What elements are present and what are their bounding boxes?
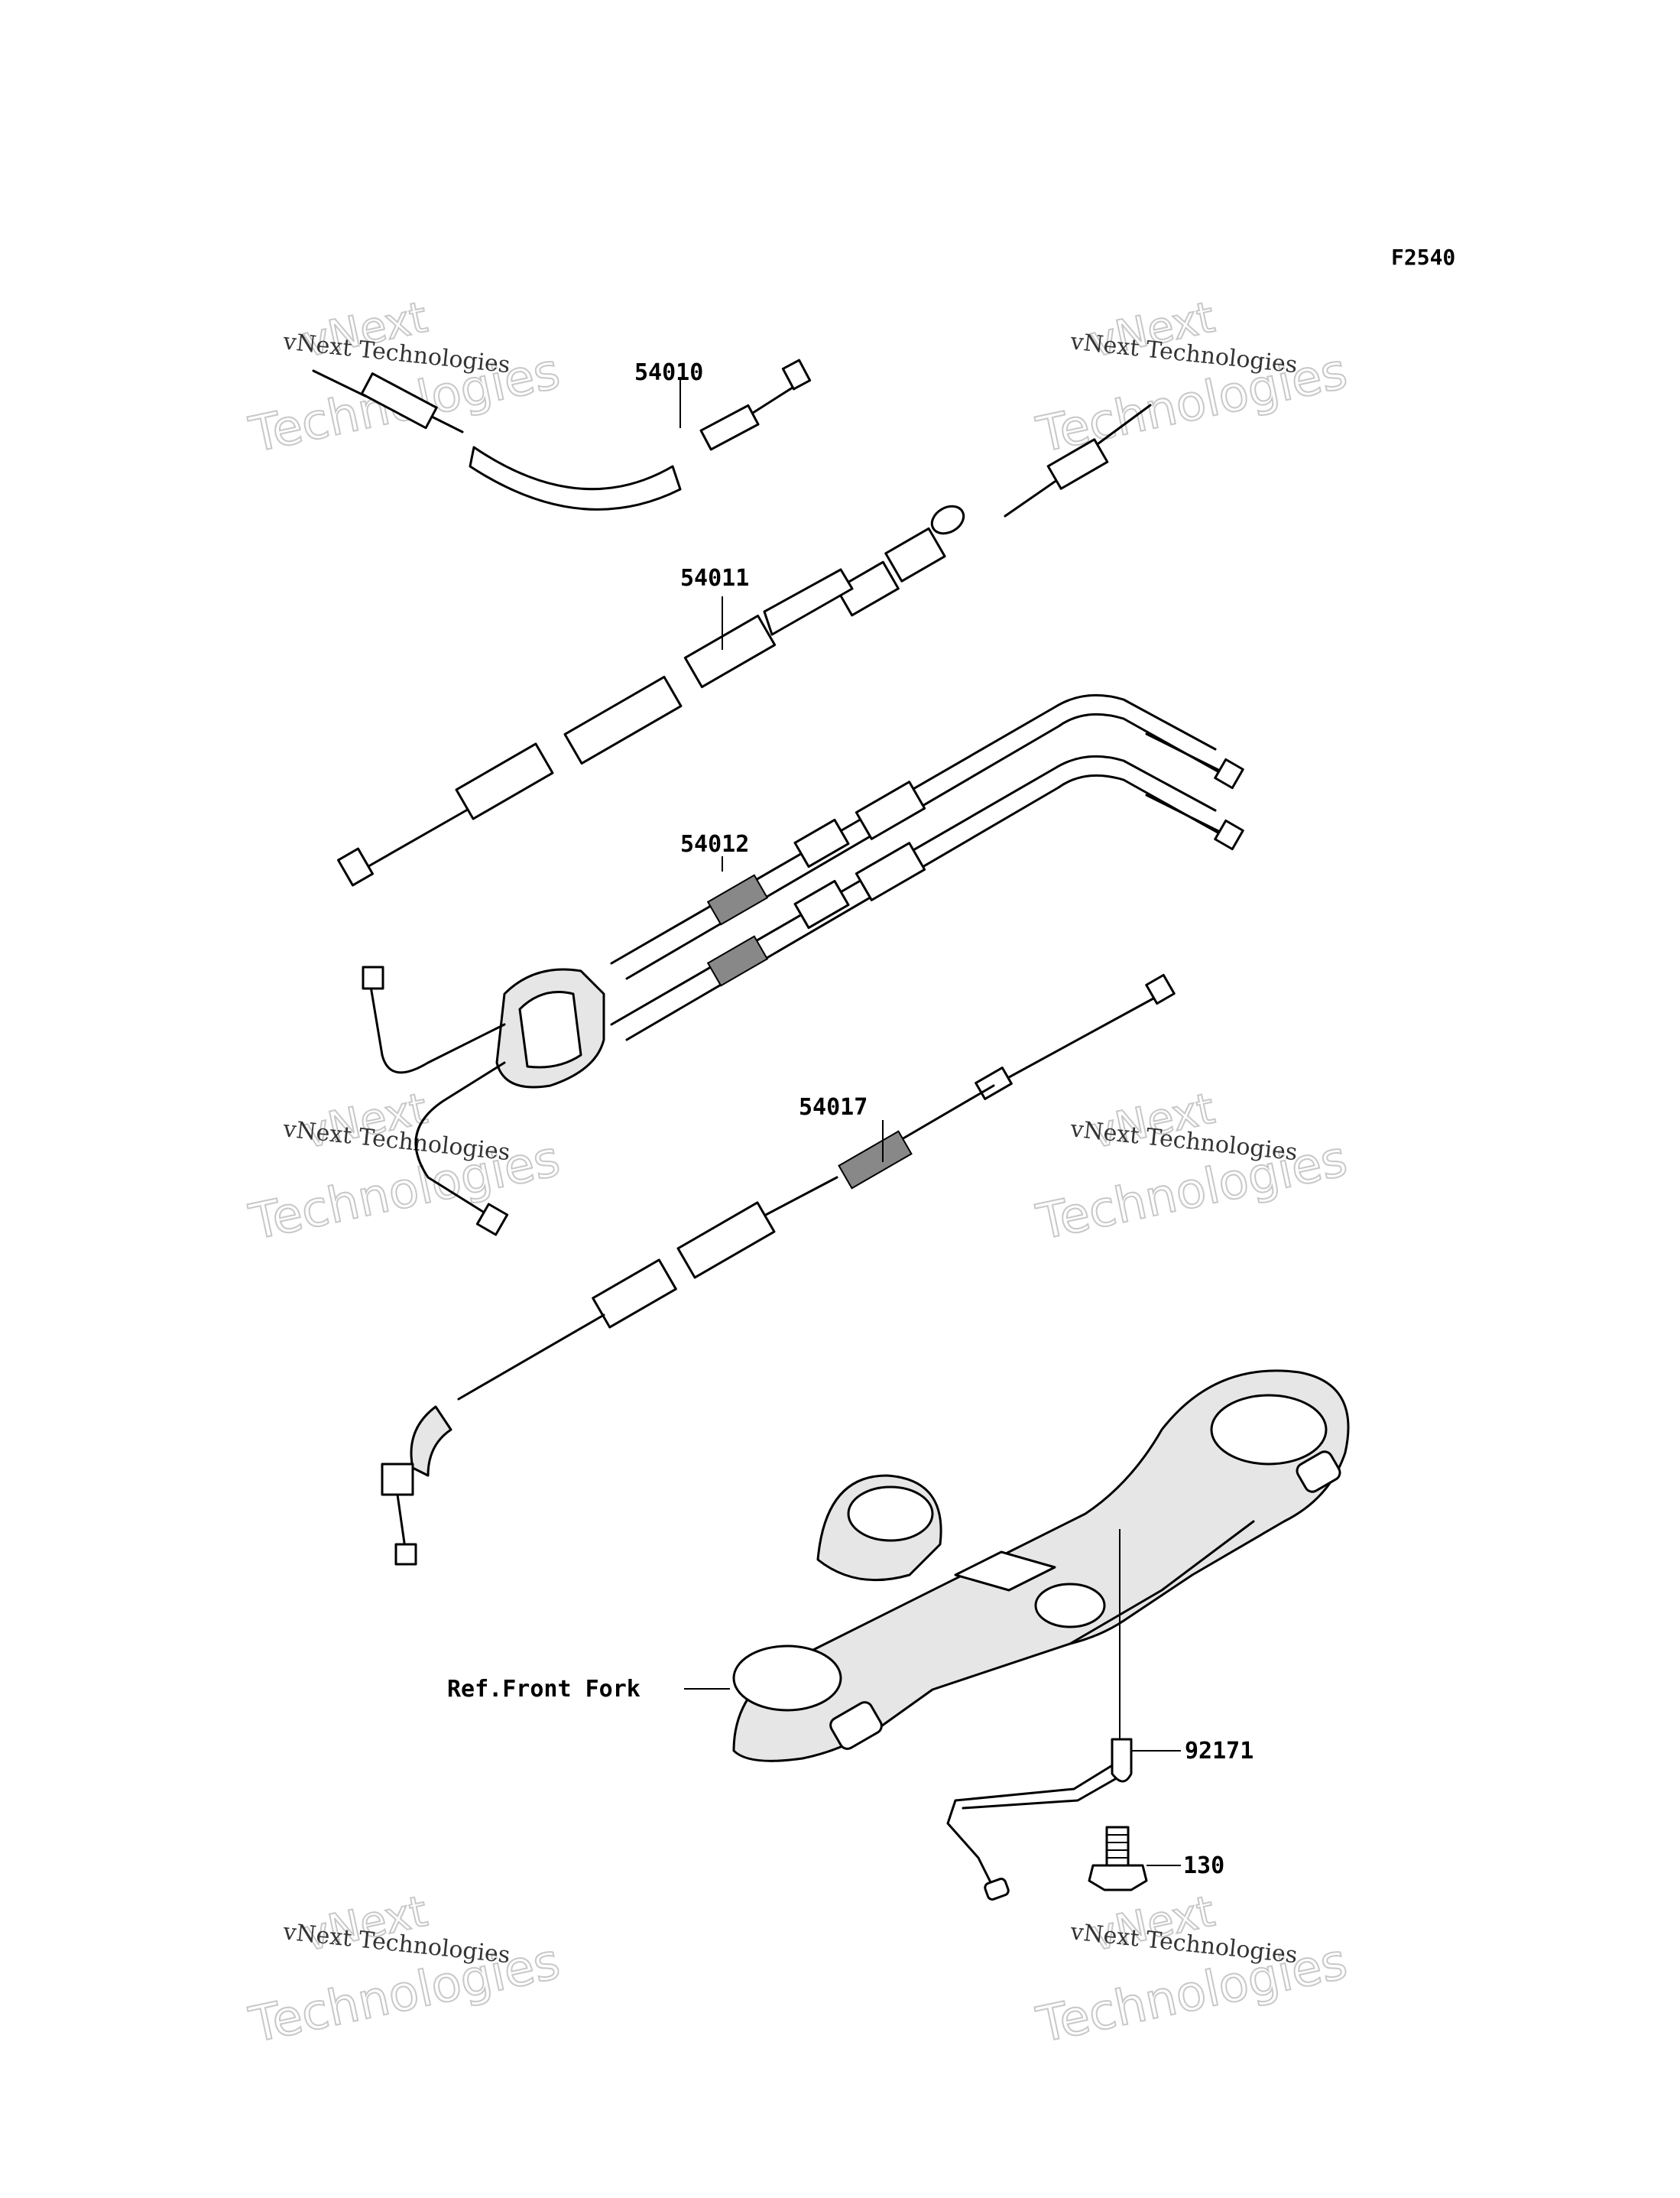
- bolt-130: [1088, 1826, 1181, 1891]
- figure-code: F2540: [1391, 245, 1455, 270]
- callout-ref-front-fork: Ref.Front Fork: [447, 1676, 641, 1703]
- watermark-bottom-left: vNext Technologies vNext Technologies: [244, 1886, 566, 2055]
- watermark-top-right: vNext Technologies vNext Technologies: [1031, 292, 1353, 465]
- cable-guide-92171: [946, 1738, 1181, 1901]
- cable-54011: [337, 404, 1152, 887]
- watermark-bottom-right: vNext Technologies vNext Technologies: [1031, 1886, 1353, 2055]
- watermark-top-left: vNext Technologies vNext Technologies: [244, 292, 566, 465]
- watermark-mid-left: vNext Technologies vNext Technologies: [244, 1083, 566, 1252]
- triple-clamp: [732, 1369, 1350, 1774]
- callout-54017: 54017: [799, 1094, 868, 1121]
- callout-54011: 54011: [680, 565, 749, 592]
- callout-130: 130: [1183, 1852, 1224, 1879]
- watermark-mid-right: vNext Technologies vNext Technologies: [1031, 1083, 1353, 1252]
- callout-54010: 54010: [634, 359, 703, 386]
- cable-54017: [381, 973, 1176, 1566]
- callout-54012: 54012: [680, 831, 749, 858]
- cable-54010: [312, 359, 812, 511]
- cable-assembly-54012: [362, 693, 1244, 1236]
- callout-92171: 92171: [1185, 1738, 1254, 1765]
